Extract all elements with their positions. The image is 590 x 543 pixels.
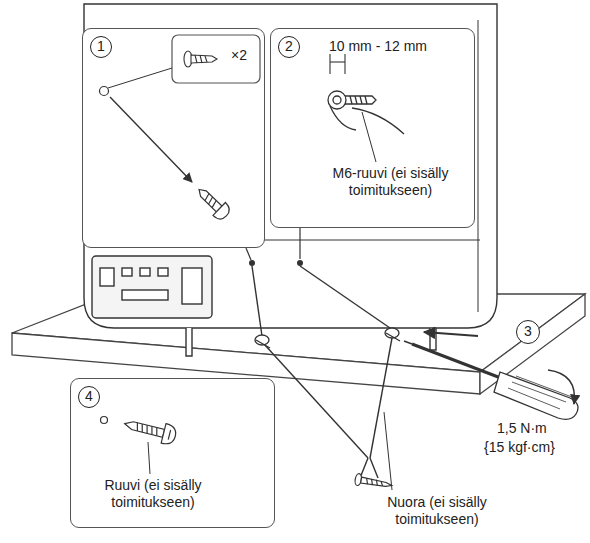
leader-line <box>108 68 172 88</box>
torque-label: {15 kgf·cm} <box>484 439 555 456</box>
screw <box>354 473 393 491</box>
leader-line <box>148 442 150 474</box>
screwdriver <box>404 341 578 419</box>
leader-line <box>362 112 376 162</box>
torque-label: 1,5 N·m <box>497 420 547 437</box>
screw-hole <box>100 87 109 96</box>
part-label: Ruuvi (ei sisälly toimitukseen) <box>83 477 223 511</box>
part-label: Nuora (ei sisälly toimitukseen) <box>362 494 512 528</box>
eye-screw <box>255 328 400 348</box>
screw-hole <box>101 417 108 424</box>
callout-box: 1 ×2 <box>82 28 265 248</box>
fixing-point <box>249 260 255 266</box>
inset-frame <box>172 35 260 83</box>
part-label: M6-ruuvi (ei sisälly toimitukseen) <box>313 165 468 199</box>
rotation-arrow <box>548 370 574 404</box>
callout-number: 1 <box>90 36 112 58</box>
screw-icon <box>184 51 217 67</box>
callout-number: 3 <box>516 320 540 344</box>
leader-line <box>384 412 392 490</box>
wood-screw <box>122 414 177 446</box>
callout-number: 2 <box>278 36 300 58</box>
callout-box: 4Ruuvi (ei sisälly toimitukseen) <box>70 378 275 528</box>
screw <box>193 183 233 222</box>
callout-box: 2 10 mm - 12 mm M6-ruuvi (ei sisälly toimi… <box>270 28 475 228</box>
callout-number: 4 <box>78 386 100 408</box>
fixing-point <box>297 260 303 266</box>
dimension-label: 10 mm - 12 mm <box>329 38 427 55</box>
insert-arrow <box>110 97 192 182</box>
direction-arrow <box>424 332 478 336</box>
dimension-mark <box>330 54 345 74</box>
quantity-label: ×2 <box>231 47 247 64</box>
